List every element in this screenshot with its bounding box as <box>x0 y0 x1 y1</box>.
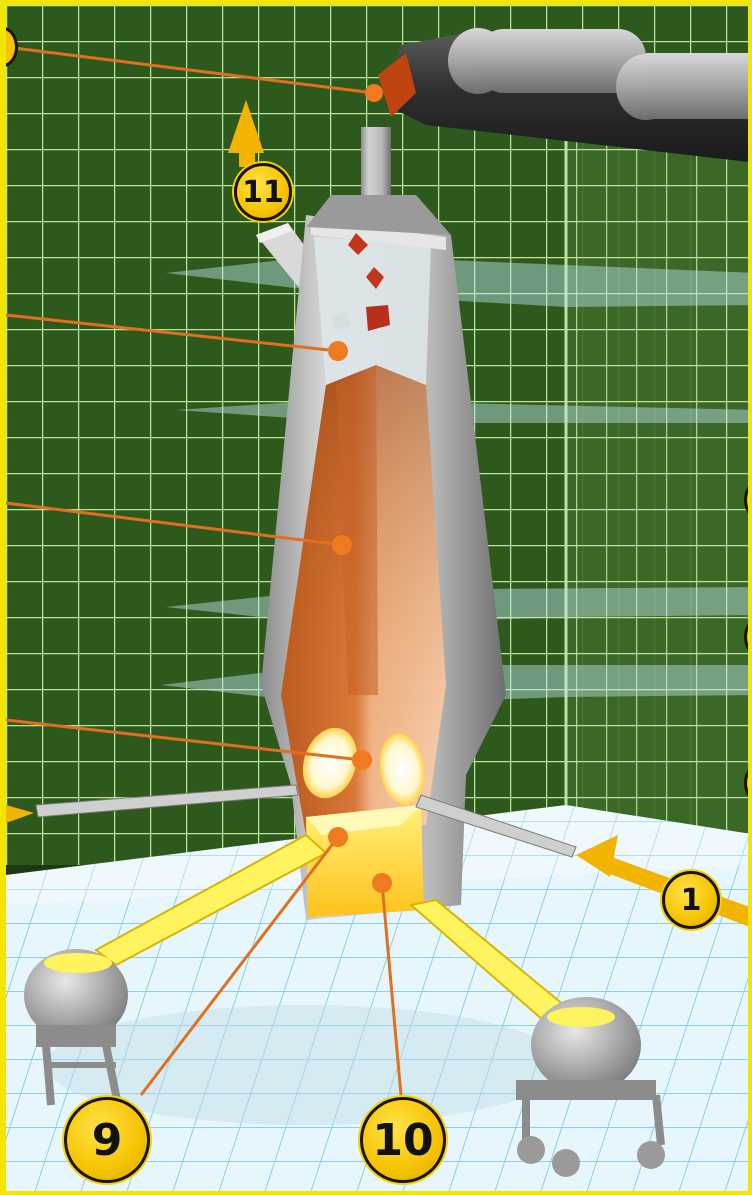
callout-exhaust-outlet: 11 <box>234 163 292 221</box>
callout-molten-iron-tap: 10 <box>360 1097 446 1183</box>
callout-blast-air: 1 <box>662 871 720 929</box>
callout-number: 9 <box>92 1115 123 1166</box>
callout-number: 11 <box>242 175 284 210</box>
diagram-canvas <box>6 5 752 1195</box>
callout-number: 10 <box>372 1115 433 1166</box>
callout-number: 1 <box>681 883 702 918</box>
callout-slag-tap: 9 <box>64 1097 150 1183</box>
